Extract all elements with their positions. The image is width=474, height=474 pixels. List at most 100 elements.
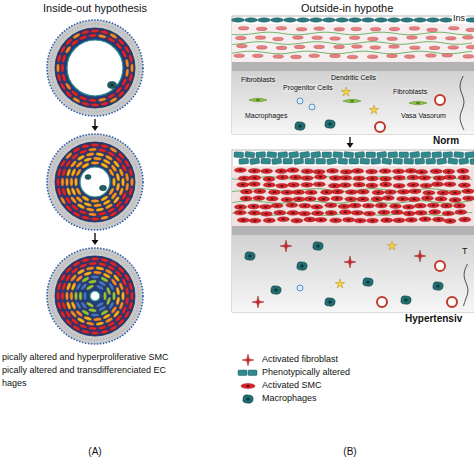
- smooth-muscle-nucleus: [268, 220, 271, 222]
- flow-arrow-shaft: [94, 233, 95, 241]
- altered-endothelial-cell: [399, 152, 409, 158]
- smooth-muscle-nucleus: [344, 177, 347, 179]
- smooth-muscle-cell: [91, 257, 99, 260]
- smooth-muscle-nucleus: [285, 199, 288, 201]
- smooth-muscle-nucleus: [344, 211, 347, 213]
- smooth-muscle-cell: [416, 170, 428, 175]
- smooth-muscle-cell: [294, 45, 305, 49]
- legend-text: Activated SMC: [262, 380, 322, 390]
- smooth-muscle-cell: [86, 321, 95, 326]
- smooth-muscle-cell: [276, 183, 288, 188]
- endothelial-cell: [310, 18, 323, 22]
- smooth-muscle-cell: [286, 203, 298, 208]
- smooth-muscle-nucleus: [317, 171, 320, 173]
- smooth-muscle-nucleus: [398, 185, 401, 187]
- smooth-muscle-cell: [81, 258, 90, 263]
- smooth-muscle-cell: [378, 210, 390, 215]
- altered-endothelial-cell: [448, 158, 458, 164]
- smooth-muscle-nucleus: [371, 178, 374, 180]
- smooth-muscle-nucleus: [463, 219, 466, 221]
- smooth-muscle-cell: [95, 266, 104, 271]
- smooth-muscle-cell: [107, 93, 116, 100]
- altered-endothelial-cell: [245, 152, 255, 158]
- smooth-muscle-cell: [256, 46, 267, 50]
- smooth-muscle-cell: [432, 182, 444, 187]
- activated-fibroblast: [242, 354, 254, 366]
- smooth-muscle-cell: [79, 209, 88, 215]
- smooth-muscle-cell: [445, 37, 456, 41]
- smooth-muscle-nucleus: [445, 205, 448, 207]
- smooth-muscle-nucleus: [241, 184, 244, 186]
- smooth-muscle-nucleus: [394, 205, 397, 207]
- smooth-muscle-cell: [290, 175, 302, 180]
- smooth-muscle-cell: [334, 28, 345, 32]
- smooth-muscle-nucleus: [410, 219, 413, 221]
- altered-endothelial-cell: [426, 158, 436, 164]
- smooth-muscle-cell: [83, 292, 86, 300]
- macrophage: [271, 286, 281, 294]
- vasa-vasorum: [435, 261, 445, 271]
- altered-endothelial-cell: [300, 151, 310, 158]
- smooth-muscle-cell: [304, 197, 316, 202]
- flow-arrow-head: [92, 126, 99, 131]
- smooth-muscle-cell: [372, 190, 384, 195]
- smooth-muscle-cell: [57, 168, 62, 177]
- smooth-muscle-cell: [98, 34, 107, 39]
- smooth-muscle-nucleus: [398, 177, 401, 179]
- adventitia-dots: [51, 24, 139, 112]
- smooth-muscle-cell: [312, 211, 324, 216]
- smooth-muscle-nucleus: [424, 218, 427, 220]
- smooth-muscle-nucleus: [343, 206, 346, 208]
- smooth-muscle-cell: [125, 68, 130, 77]
- smooth-muscle-cell: [263, 177, 275, 182]
- smooth-muscle-cell: [86, 301, 95, 308]
- smooth-muscle-cell: [74, 292, 77, 300]
- smooth-muscle-nucleus: [433, 211, 436, 213]
- smooth-muscle-nucleus: [291, 212, 294, 214]
- altered-endothelial-cell: [283, 158, 293, 164]
- altered-endothelial-cell: [338, 158, 348, 164]
- smooth-muscle-cell: [457, 169, 469, 174]
- smooth-muscle-cell: [237, 182, 249, 187]
- smooth-muscle-nucleus: [319, 219, 322, 221]
- smooth-muscle-cell: [281, 190, 293, 195]
- smooth-muscle-cell: [288, 182, 300, 187]
- smooth-muscle-cell: [88, 262, 97, 266]
- smooth-muscle-cell: [435, 197, 447, 202]
- altered-endothelial-cell: [421, 152, 431, 158]
- cell-label: Dendritic Cells: [330, 74, 377, 82]
- adventitia-dots: [51, 252, 139, 340]
- endothelial-cell: [245, 18, 258, 22]
- smooth-muscle-cell: [249, 175, 261, 180]
- smooth-muscle-cell: [299, 211, 311, 216]
- legend-item: Activated fibroblast: [262, 354, 338, 364]
- smooth-muscle-nucleus: [435, 170, 438, 172]
- smooth-muscle-cell: [254, 189, 266, 194]
- smooth-muscle-cell: [381, 218, 393, 223]
- smooth-muscle-cell: [61, 292, 64, 300]
- vessel-section: [47, 248, 143, 344]
- smooth-muscle-cell: [88, 279, 97, 284]
- endothelial-cell: [336, 18, 349, 22]
- smooth-muscle-cell: [70, 178, 73, 186]
- smooth-muscle-cell: [345, 190, 357, 195]
- dendritic-cell: [369, 105, 379, 114]
- smooth-muscle-cell: [125, 296, 130, 305]
- smooth-muscle-nucleus: [411, 177, 414, 179]
- smooth-muscle-cell: [241, 189, 253, 194]
- smooth-muscle-nucleus: [253, 183, 256, 185]
- legend-text: pically altered and transdifferenciated …: [2, 365, 166, 375]
- smooth-muscle-cell: [403, 205, 415, 210]
- smooth-muscle-nucleus: [423, 177, 426, 179]
- smooth-muscle-nucleus: [344, 184, 347, 186]
- smooth-muscle-cell: [367, 37, 378, 41]
- smooth-muscle-cell: [313, 169, 325, 174]
- smooth-muscle-nucleus: [252, 206, 255, 208]
- smooth-muscle-cell: [91, 275, 99, 278]
- smooth-muscle-nucleus: [325, 191, 328, 193]
- smooth-muscle-nucleus: [258, 190, 261, 192]
- smooth-muscle-nucleus: [257, 197, 260, 199]
- smooth-muscle-nucleus: [358, 184, 361, 186]
- smooth-muscle-cell: [330, 54, 341, 58]
